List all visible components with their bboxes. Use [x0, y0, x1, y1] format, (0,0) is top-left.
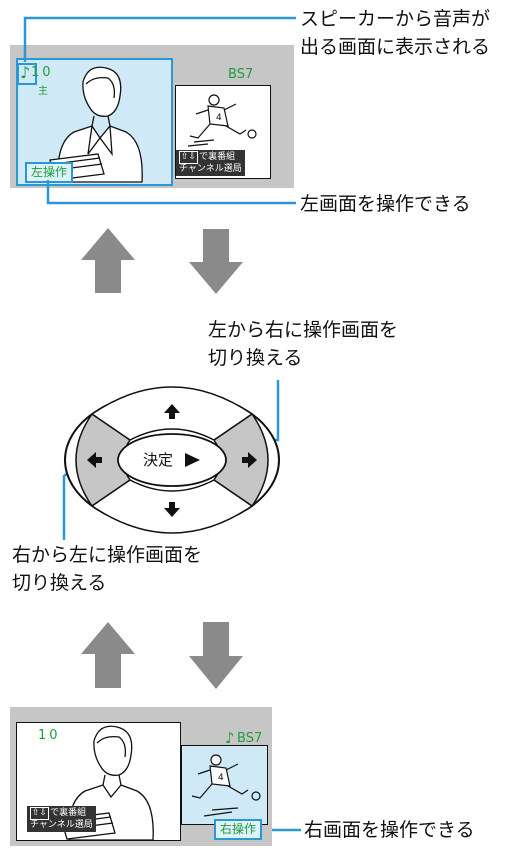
bottom-left-screen: ⇧⇩で裏番組 チャンネル選局 — [16, 722, 181, 841]
switch-l2r-line2: 切り換える — [208, 347, 303, 369]
svg-text:4: 4 — [218, 773, 224, 783]
right-arrow-icon — [242, 452, 257, 468]
down-arrow-icon — [164, 502, 180, 517]
up-arrow-icon — [81, 228, 135, 293]
sub-hint-line1: で裏番組 — [199, 152, 236, 162]
sub-hint-line1: で裏番組 — [50, 808, 87, 818]
switch-left-to-right-callout: 左から右に操作画面を 切り換える — [208, 316, 398, 372]
switch-right-to-left-callout: 右から左に操作画面を 切り換える — [12, 541, 202, 597]
soccer-player-illustration: 4 — [191, 754, 261, 817]
channel-number-right: BS7 — [237, 731, 263, 746]
channel-number-right: BS7 — [228, 67, 254, 82]
down-arrow-icon — [189, 229, 243, 294]
sub-channel-hint: ⇧⇩で裏番組 チャンネル選局 — [27, 806, 96, 832]
up-arrow-icon — [81, 622, 135, 688]
switch-r2l-line2: 切り換える — [12, 572, 107, 594]
enter-button[interactable] — [117, 433, 227, 487]
svg-text:4: 4 — [216, 113, 222, 123]
up-down-keys-icon: ⇧⇩ — [179, 151, 199, 164]
speaker-callout-line1: スピーカーから音声が — [300, 8, 491, 30]
channel-number-left: 10 — [31, 65, 54, 80]
switch-l2r-line1: 左から右に操作画面を — [208, 319, 399, 341]
up-down-keys-icon: ⇧⇩ — [30, 807, 50, 820]
top-right-screen: 4 ⇧⇩で裏番組 チャンネル選局 — [175, 85, 271, 179]
switch-r2l-line1: 右から左に操作画面を — [12, 544, 203, 566]
channel-number-left: 10 — [38, 728, 61, 743]
up-arrow-icon — [164, 404, 180, 419]
speaker-callout-text: スピーカーから音声が 出る画面に表示される — [300, 5, 490, 61]
left-operate-callout: 左画面を操作できる — [300, 193, 471, 215]
sub-hint-line2: チャンネル選局 — [179, 164, 242, 174]
down-arrow-icon — [189, 622, 243, 689]
speaker-indicator-box — [17, 63, 37, 85]
right-operate-callout: 右画面を操作できる — [304, 819, 475, 841]
bottom-right-screen: 4 — [181, 745, 268, 825]
music-note-icon: ♪ — [225, 729, 235, 747]
speaker-callout-line2: 出る画面に表示される — [300, 36, 491, 58]
newscaster-illustration — [49, 66, 143, 183]
audio-sub-label: 主 — [38, 86, 48, 97]
soccer-player-illustration: 4 — [187, 94, 257, 147]
play-triangle-icon — [185, 453, 200, 467]
sub-channel-hint: ⇧⇩で裏番組 チャンネル選局 — [176, 150, 245, 176]
top-left-screen — [16, 58, 173, 186]
right-operate-label: 右操作 — [214, 819, 263, 840]
music-note-icon: ♪ — [20, 63, 31, 82]
enter-button-label: 決定 — [143, 451, 174, 469]
left-arrow-icon — [87, 452, 102, 468]
sub-hint-line2: チャンネル選局 — [30, 820, 93, 830]
